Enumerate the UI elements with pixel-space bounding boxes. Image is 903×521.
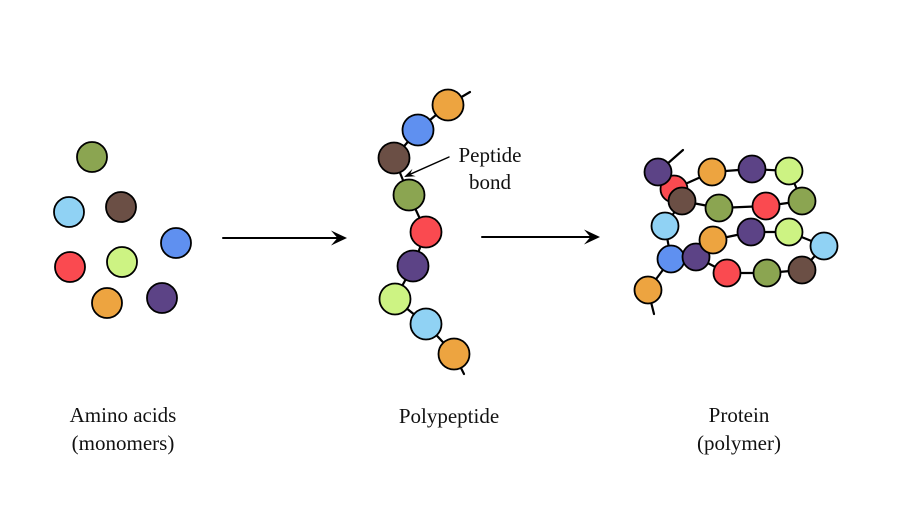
peptide-bond-label: Peptide bond [428,142,552,196]
amino-acid-circle-orange [91,287,123,319]
protein-circle-orange [633,275,663,305]
polypeptide-circle-sky [409,307,443,341]
process-arrows [222,229,600,246]
process-arrow-2-head [584,229,600,245]
amino-acids-label-line2: (monomers) [71,431,175,455]
protein-circle-purple [736,217,766,247]
protein-circle-red [712,258,742,288]
protein-circle-blue [656,244,686,274]
amino-acids-circles [53,141,192,319]
protein-circle-olive [704,193,734,223]
peptide-bond-label-line1: Peptide [458,143,522,167]
amino-acid-circle-blue [160,227,192,259]
protein-circle-sky [809,231,839,261]
protein-circle-brown [667,186,697,216]
polypeptide-circle-lime [378,282,412,316]
protein-label-line1: Protein [708,403,770,427]
process-arrow-1-head [331,230,347,246]
polypeptide-circle-olive [392,178,426,212]
protein-circle-lime [774,217,804,247]
protein-circle-purple [737,154,767,184]
protein-circle-olive [752,258,782,288]
protein-circle-lime [774,156,804,186]
polypeptide-circle-orange [431,88,465,122]
polypeptide-circle-brown [377,141,411,175]
protein-circle-olive [787,186,817,216]
polypeptide-circle-orange [437,337,471,371]
protein-label-line2: (polymer) [697,431,781,455]
protein-label: Protein (polymer) [629,401,849,457]
protein-circle-orange [697,157,727,187]
amino-acid-circle-sky [53,196,85,228]
protein-circle-purple [643,157,673,187]
polypeptide-circle-purple [396,249,430,283]
amino-acids-label: Amino acids (monomers) [13,401,233,457]
polypeptide-circles [377,88,471,371]
amino-acids-label-line1: Amino acids [69,403,177,427]
protein-circles [633,154,839,305]
peptide-bond-label-line2: bond [469,170,511,194]
peptide-bond-pointer-arrow [404,156,450,177]
amino-acid-circle-brown [105,191,137,223]
amino-acid-circle-red [54,251,86,283]
amino-acid-circle-lime [106,246,138,278]
peptide-bond-arrow-shaft [409,156,450,176]
polypeptide-label-line1: Polypeptide [398,404,500,428]
amino-acid-circle-olive [76,141,108,173]
amino-acid-circle-purple [146,282,178,314]
peptide-bond-arrow-head [404,168,416,177]
polypeptide-circle-blue [401,113,435,147]
protein-circle-red [751,191,781,221]
protein-circle-brown [787,255,817,285]
polypeptide-label: Polypeptide [339,402,559,430]
polypeptide-circle-red [409,215,443,249]
protein-circle-purple [681,242,711,272]
protein-circle-orange [698,225,728,255]
protein-circle-sky [650,211,680,241]
